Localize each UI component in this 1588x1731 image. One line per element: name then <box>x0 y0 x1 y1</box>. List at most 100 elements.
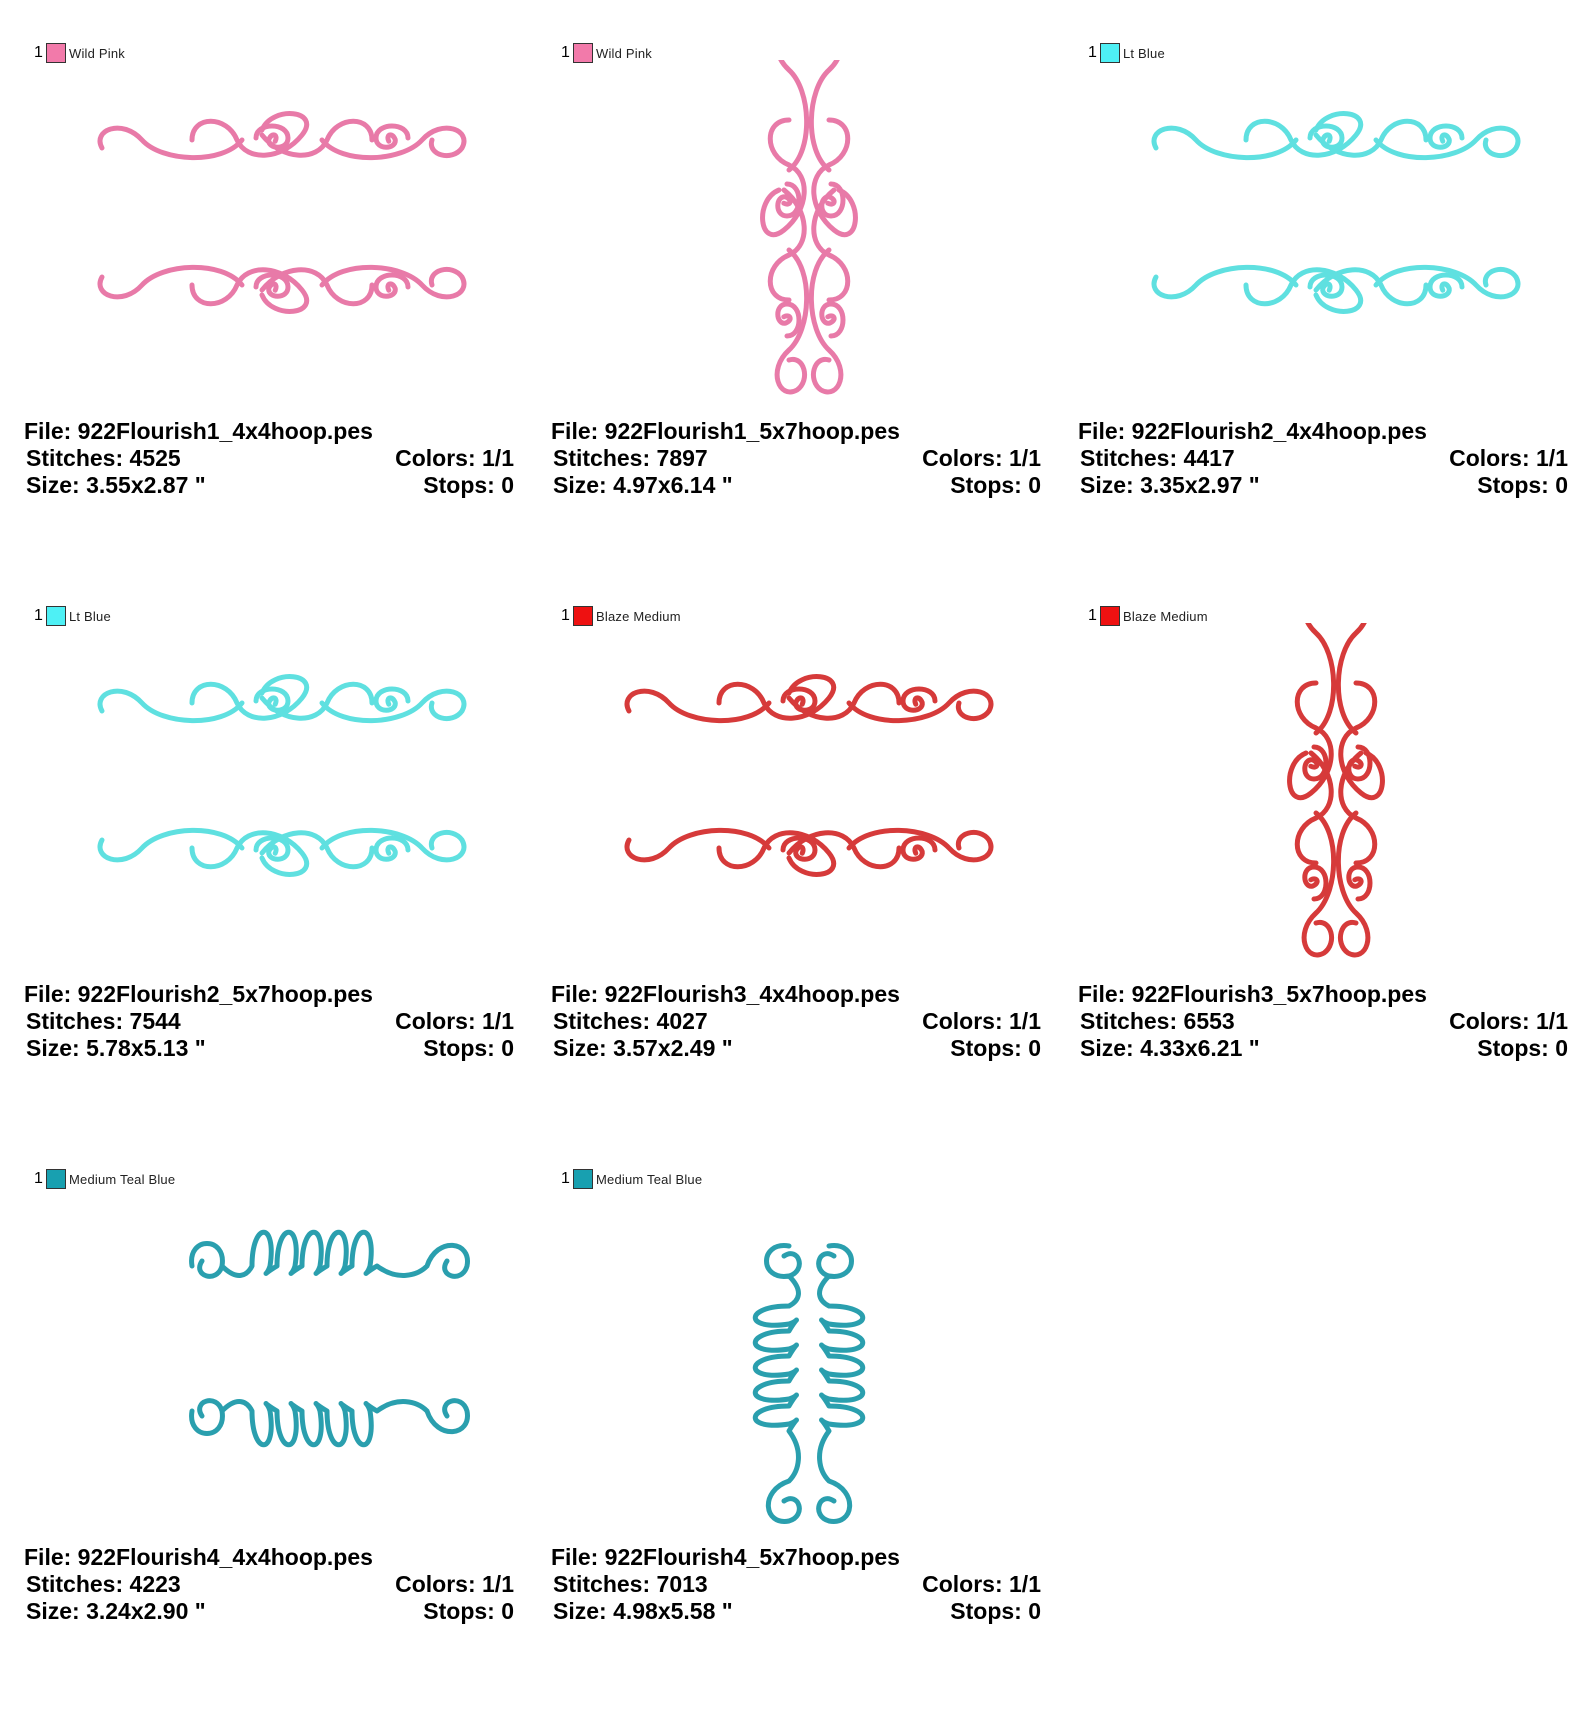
flourish-element <box>189 1230 470 1279</box>
flourish-stroke <box>774 60 810 173</box>
flourish-stroke <box>846 688 994 724</box>
color-swatch <box>573 606 593 626</box>
flourish-stroke <box>1338 680 1385 801</box>
flourish-design-preview <box>189 1230 470 1447</box>
color-count: Colors: 1/1 <box>922 1008 1041 1034</box>
flourish-element <box>97 674 467 724</box>
stop-count: Stops: 0 <box>423 1035 514 1061</box>
color-swatch <box>573 43 593 63</box>
flourish-stroke <box>189 1230 470 1279</box>
flourish-element <box>1287 623 1337 958</box>
color-count: Colors: 1/1 <box>922 445 1041 471</box>
flourish-element <box>760 60 810 395</box>
flourish-stroke <box>716 830 837 877</box>
flourish-stroke <box>97 827 245 863</box>
file-name: File: 922Flourish3_4x4hoop.pes <box>551 981 900 1007</box>
flourish-stroke <box>808 247 844 395</box>
design-card: 1 Medium Teal Blue File: 922Flourish4_5x… <box>549 1126 1069 1666</box>
flourish-stroke <box>808 60 844 173</box>
thread-color-legend: 1 Wild Pink <box>34 42 125 64</box>
color-count: Colors: 1/1 <box>1449 1008 1568 1034</box>
flourish-stroke <box>319 125 467 161</box>
stop-count: Stops: 0 <box>423 1598 514 1624</box>
design-info: File: 922Flourish3_4x4hoop.pes Stitches:… <box>551 981 1041 1062</box>
flourish-stroke <box>189 674 310 721</box>
design-size: Size: 3.35x2.97 " <box>1080 472 1260 498</box>
stitch-count: Stitches: 7897 <box>553 445 708 471</box>
color-name: Blaze Medium <box>596 608 681 624</box>
flourish-stroke <box>1335 810 1371 958</box>
color-number: 1 <box>561 1170 570 1187</box>
flourish-stroke <box>1301 810 1337 958</box>
flourish-stroke <box>1151 125 1299 161</box>
design-size: Size: 3.57x2.49 " <box>553 1035 733 1061</box>
stop-count: Stops: 0 <box>1477 1035 1568 1061</box>
design-card: 1 Blaze Medium File: 922Flourish3_5x7hoo… <box>1076 563 1588 1103</box>
flourish-stroke <box>1302 744 1329 782</box>
color-name: Medium Teal Blue <box>69 1171 176 1187</box>
flourish-stroke <box>373 123 411 150</box>
color-count: Colors: 1/1 <box>395 1571 514 1597</box>
color-number: 1 <box>1088 607 1097 624</box>
stitch-count: Stitches: 7544 <box>26 1008 181 1034</box>
flourish-element <box>1335 623 1385 958</box>
flourish-stroke <box>1307 272 1345 299</box>
flourish-stroke <box>97 688 245 724</box>
flourish-stroke <box>811 117 858 238</box>
design-size: Size: 4.33x6.21 " <box>1080 1035 1260 1061</box>
file-name: File: 922Flourish2_5x7hoop.pes <box>24 981 373 1007</box>
color-name: Medium Teal Blue <box>596 1171 703 1187</box>
thread-color-legend: 1 Lt Blue <box>1088 42 1165 64</box>
flourish-stroke <box>816 1243 865 1524</box>
design-info: File: 922Flourish2_5x7hoop.pes Stitches:… <box>24 981 514 1062</box>
flourish-stroke <box>1151 264 1299 300</box>
color-count: Colors: 1/1 <box>395 1008 514 1034</box>
flourish-design-preview <box>753 1243 865 1524</box>
flourish-stroke <box>97 125 245 161</box>
design-size: Size: 3.55x2.87 " <box>26 472 206 498</box>
flourish-stroke <box>780 835 818 862</box>
flourish-stroke <box>716 674 837 721</box>
flourish-stroke <box>900 686 938 713</box>
design-info: File: 922Flourish4_5x7hoop.pes Stitches:… <box>551 1544 1041 1625</box>
design-size: Size: 3.24x2.90 " <box>26 1598 206 1624</box>
flourish-stroke <box>253 272 291 299</box>
flourish-stroke <box>189 830 310 877</box>
flourish-stroke <box>1313 118 1429 158</box>
flourish-stroke <box>846 827 994 863</box>
design-info: File: 922Flourish1_4x4hoop.pes Stitches:… <box>24 418 514 499</box>
flourish-stroke <box>1427 272 1465 299</box>
flourish-stroke <box>253 835 291 862</box>
thread-color-legend: 1 Blaze Medium <box>561 605 681 627</box>
flourish-stroke <box>373 835 411 862</box>
flourish-stroke <box>319 264 467 300</box>
flourish-element <box>816 1243 865 1524</box>
flourish-element <box>97 111 467 161</box>
file-name: File: 922Flourish4_5x7hoop.pes <box>551 1544 900 1570</box>
flourish-stroke <box>786 681 902 721</box>
flourish-stroke <box>624 688 772 724</box>
flourish-stroke <box>775 181 802 219</box>
flourish-stroke <box>1427 123 1465 150</box>
flourish-stroke <box>1338 750 1378 866</box>
flourish-stroke <box>189 111 310 158</box>
color-name: Blaze Medium <box>1123 608 1208 624</box>
thread-color-legend: 1 Medium Teal Blue <box>561 1168 702 1190</box>
flourish-element <box>624 674 994 724</box>
design-info: File: 922Flourish3_5x7hoop.pes Stitches:… <box>1078 981 1568 1062</box>
stop-count: Stops: 0 <box>950 472 1041 498</box>
thread-color-legend: 1 Blaze Medium <box>1088 605 1208 627</box>
flourish-stroke <box>259 681 375 721</box>
flourish-stroke <box>319 688 467 724</box>
file-name: File: 922Flourish1_4x4hoop.pes <box>24 418 373 444</box>
flourish-stroke <box>774 247 810 395</box>
flourish-stroke <box>753 1243 802 1524</box>
color-swatch <box>1100 606 1120 626</box>
flourish-stroke <box>1373 125 1521 161</box>
design-card: 1 Wild Pink File: 922Flourish1_4x4hoop.p… <box>22 0 542 540</box>
stop-count: Stops: 0 <box>1477 472 1568 498</box>
file-name: File: 922Flourish1_5x7hoop.pes <box>551 418 900 444</box>
color-name: Lt Blue <box>69 608 111 624</box>
flourish-stroke <box>1346 864 1373 902</box>
flourish-stroke <box>1287 680 1334 801</box>
